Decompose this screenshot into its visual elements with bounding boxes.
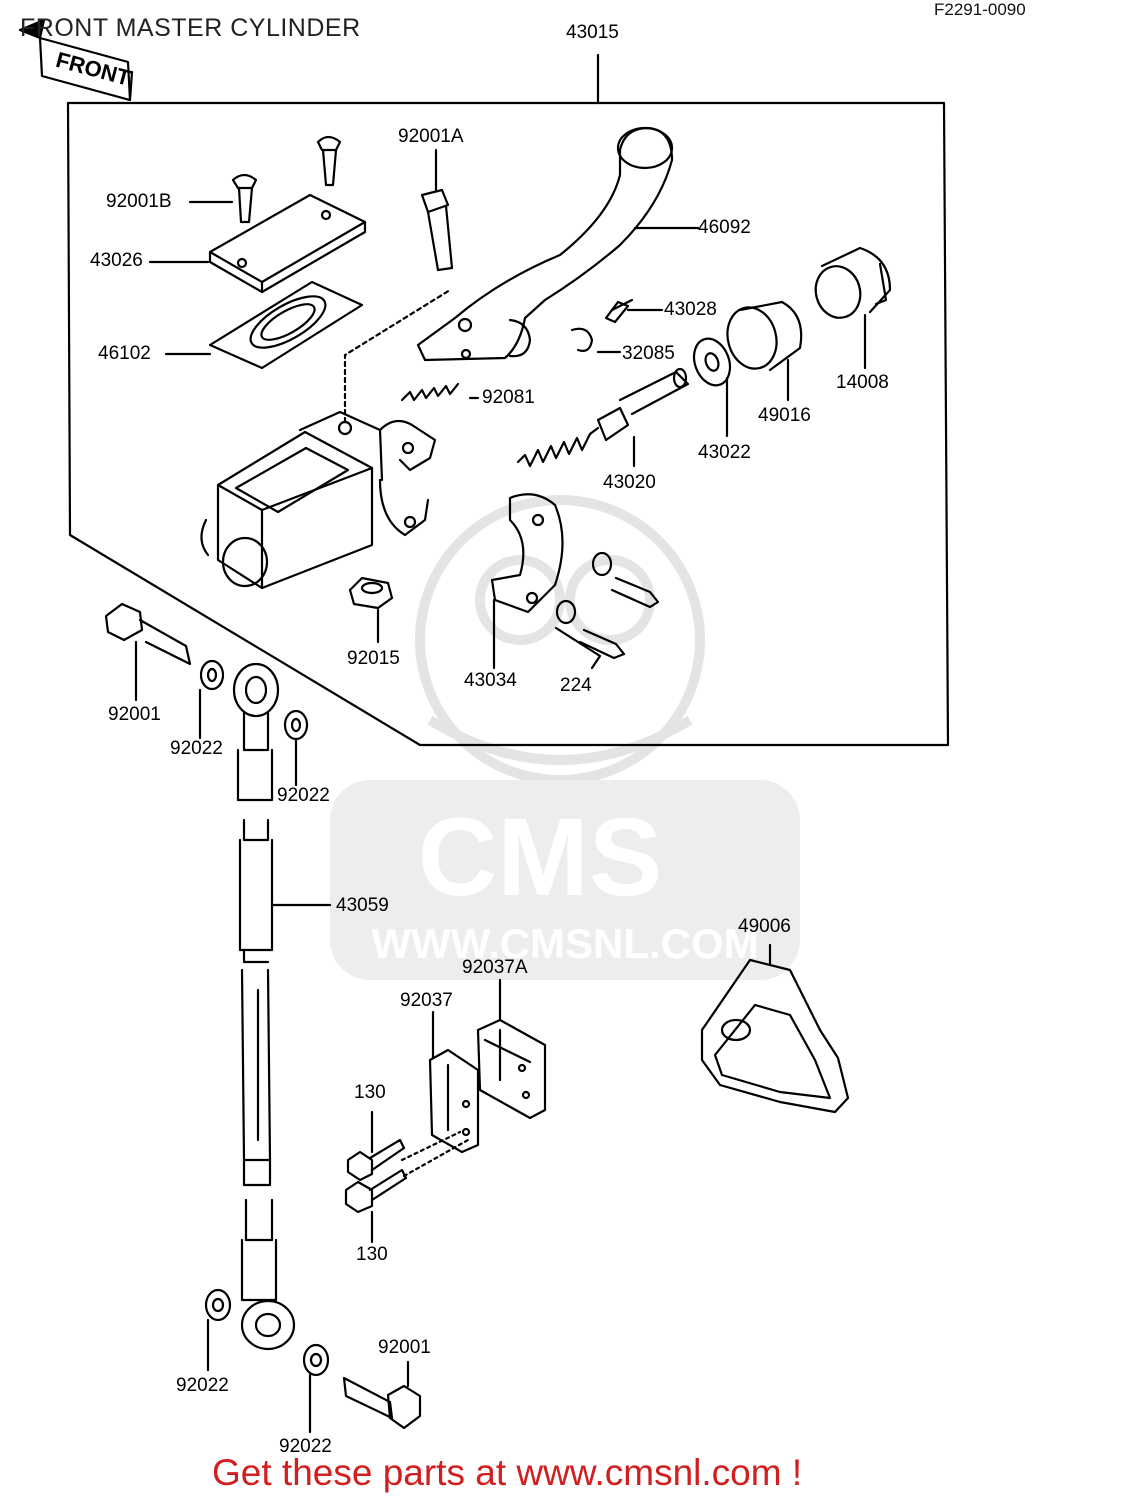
- banjo-bolt-92001-bottom: [342, 1360, 422, 1430]
- nut-92015: [348, 576, 394, 644]
- part-label-43015[interactable]: 43015: [566, 22, 619, 43]
- part-label-92037[interactable]: 92037: [400, 990, 453, 1011]
- page-title: FRONT MASTER CYLINDER: [20, 14, 361, 42]
- bracket-92037: [428, 1010, 480, 1154]
- part-label-32085[interactable]: 32085: [622, 343, 675, 364]
- cylinder-body: [200, 288, 452, 590]
- part-label-92015[interactable]: 92015: [347, 648, 400, 669]
- part-label-46092[interactable]: 46092: [698, 217, 751, 238]
- part-label-43028[interactable]: 46102: [98, 343, 151, 364]
- part-label-92022-b[interactable]: 92022: [277, 785, 330, 806]
- part-label-92022-a[interactable]: 92022: [170, 738, 223, 759]
- part-label-92001a[interactable]: 92001A: [398, 126, 464, 147]
- bolt-92001a: [420, 148, 454, 272]
- lever-46092: [416, 126, 700, 362]
- cover-plate-43026: [148, 193, 367, 294]
- part-label-92001b[interactable]: 92001B: [106, 191, 172, 212]
- piston-43020: [516, 367, 690, 468]
- part-label-92022-c[interactable]: 92022: [176, 1375, 229, 1396]
- bracket-92037a: [476, 978, 547, 1120]
- part-label-92081[interactable]: 92081: [482, 387, 535, 408]
- watermark-url: WWW.CMSNL.COM: [371, 920, 758, 967]
- clip-32085: [570, 327, 622, 354]
- front-arrow-icon: [18, 18, 134, 102]
- footer-link[interactable]: Get these parts at www.cmsnl.com !: [212, 1452, 803, 1493]
- screw-92001b: [188, 135, 342, 224]
- part-label-43034[interactable]: 43034: [464, 670, 517, 691]
- part-label-46102[interactable]: 43028: [664, 299, 717, 320]
- bolt-set-224: [554, 551, 660, 670]
- banjo-bolt-92001-top: [104, 602, 192, 702]
- part-label-43059[interactable]: 43059: [336, 895, 389, 916]
- part-label-49016[interactable]: 49016: [758, 405, 811, 426]
- cover-14008: [814, 246, 892, 370]
- diaphragm-43028: [164, 280, 364, 370]
- washer-43022: [692, 337, 732, 438]
- part-label-92001-top[interactable]: 92001: [108, 704, 161, 725]
- diagram-code: F2291-0090: [934, 0, 1026, 19]
- bolts-130: [344, 1110, 470, 1244]
- adjuster-46102: [604, 298, 664, 324]
- part-label-43020[interactable]: 43020: [603, 472, 656, 493]
- part-label-43026[interactable]: 43026: [90, 250, 143, 271]
- washers-92022-top: [198, 659, 309, 787]
- part-label-130-b[interactable]: 130: [356, 1244, 388, 1265]
- watermark-brand: CMS: [418, 796, 662, 919]
- holder-43034: [490, 493, 564, 670]
- spring-92081: [400, 382, 480, 402]
- cover-49006: [700, 943, 850, 1114]
- brake-hose-43059: [232, 662, 332, 1351]
- boot-49016: [726, 300, 803, 402]
- washers-92022-bottom: [204, 1288, 330, 1434]
- part-label-92037a[interactable]: 92037A: [462, 957, 528, 978]
- part-label-130-a[interactable]: 130: [354, 1082, 386, 1103]
- part-label-49006[interactable]: 49006: [738, 916, 791, 937]
- part-label-224[interactable]: 224: [560, 675, 592, 696]
- assembly-outline: [66, 101, 950, 747]
- part-label-92022-d[interactable]: 92022: [279, 1436, 332, 1457]
- part-label-92001-bottom[interactable]: 92001: [378, 1337, 431, 1358]
- part-label-14008[interactable]: 14008: [836, 372, 889, 393]
- part-label-43022[interactable]: 43022: [698, 442, 751, 463]
